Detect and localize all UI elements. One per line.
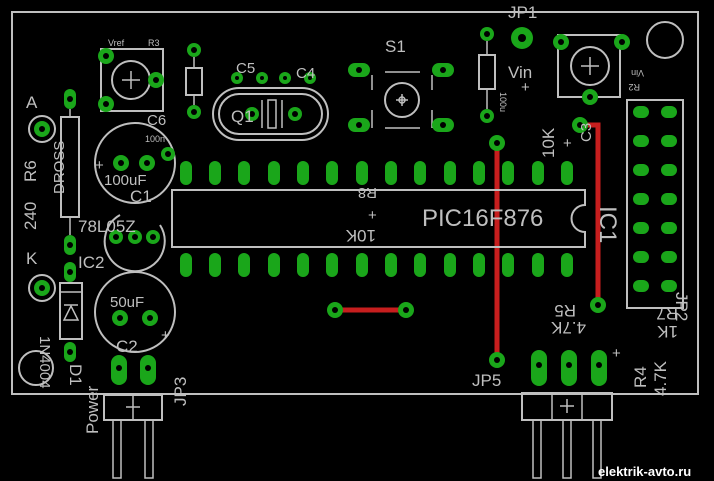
capacitor-c5-c4 — [231, 72, 316, 84]
label-c3: C3 — [578, 123, 595, 142]
plus-mark: + — [368, 207, 377, 224]
label-k: K — [26, 249, 38, 268]
label-c3-value: 10K — [539, 127, 558, 158]
label-c6-value: 100n — [145, 134, 165, 144]
trimmer-r3 — [98, 48, 164, 112]
label-q1: Q1 — [231, 107, 254, 126]
ic1-chip — [171, 189, 586, 248]
resistor-small-left — [185, 43, 203, 119]
diode-d1 — [59, 262, 83, 362]
label-jp5: JP5 — [472, 371, 501, 390]
trimmer-r2 — [553, 34, 630, 105]
label-c1: C1 — [130, 187, 152, 206]
capacitor-100u — [478, 27, 496, 123]
label-r4: R4 — [631, 366, 650, 388]
switch-s1 — [348, 63, 454, 132]
crystal-q1 — [212, 87, 329, 141]
label-r3-small: R3 — [148, 38, 160, 48]
label-r7: R7 — [656, 304, 678, 323]
label-r8: R8 — [358, 184, 377, 201]
header-jp2 — [626, 99, 684, 309]
mounting-hole — [646, 21, 684, 59]
label-d1-value: 1N4004 — [36, 336, 53, 389]
label-d1: D1 — [66, 364, 85, 386]
board-outline — [11, 11, 699, 395]
label-cap-small: 100u — [498, 92, 508, 112]
label-ic1-value: PIC16F876 — [422, 205, 543, 232]
label-ic2: IC2 — [78, 253, 104, 272]
label-vin: Vin — [508, 63, 532, 82]
label-r6: R6 — [21, 160, 40, 182]
inductor-dross — [60, 89, 80, 255]
label-r6-value: 240 — [21, 202, 40, 230]
label-dross: DROSS — [51, 141, 68, 194]
regulator-ic2 — [103, 214, 166, 273]
label-s1: S1 — [385, 37, 406, 56]
label-jp3: JP3 — [171, 377, 190, 406]
ic1-pins-top — [180, 161, 573, 185]
label-power: Power — [83, 385, 102, 434]
label-c5: C5 — [236, 60, 255, 77]
connector-jp3 — [103, 355, 163, 479]
label-vin-small: Vin — [631, 68, 644, 78]
label-c4: C4 — [296, 65, 315, 82]
label-c2-value: 50uF — [110, 294, 144, 311]
label-vref: Vref — [108, 38, 125, 48]
capacitor-c1 — [94, 122, 176, 204]
terminal-a — [28, 115, 56, 143]
capacitor-c3-pads — [572, 117, 588, 133]
label-ic2-value: 78L05Z — [78, 217, 136, 236]
trace-pads — [327, 135, 606, 368]
ic1-pins-bottom — [180, 253, 573, 277]
label-r4-value: 4.7K — [651, 360, 670, 396]
label-a: A — [26, 93, 38, 112]
terminal-k — [28, 274, 56, 302]
plus-mark: + — [521, 79, 530, 96]
plus-mark: + — [161, 327, 170, 344]
label-jp1: JP1 — [508, 3, 537, 22]
label-ic1: IC1 — [594, 206, 621, 243]
label-c1-value: 100uF — [104, 172, 147, 189]
label-c6: C6 — [147, 112, 166, 129]
capacitor-c2 — [94, 271, 176, 353]
label-r8-value: 10K — [345, 226, 376, 245]
plus-mark: + — [612, 345, 621, 362]
plus-mark: + — [95, 157, 104, 174]
label-jp2: JP2 — [672, 292, 691, 321]
jp1-pad — [511, 27, 533, 49]
label-c2: C2 — [116, 337, 138, 356]
mounting-hole — [18, 350, 54, 386]
watermark: elektrik-avto.ru — [598, 464, 691, 479]
connector-bottom-right — [521, 350, 613, 479]
label-r5-value: 4.7K — [550, 318, 586, 337]
plus-mark: + — [563, 135, 572, 152]
label-r7-value: 1K — [657, 322, 678, 341]
label-r5: R5 — [554, 301, 576, 320]
label-r2-small: R2 — [628, 82, 640, 92]
